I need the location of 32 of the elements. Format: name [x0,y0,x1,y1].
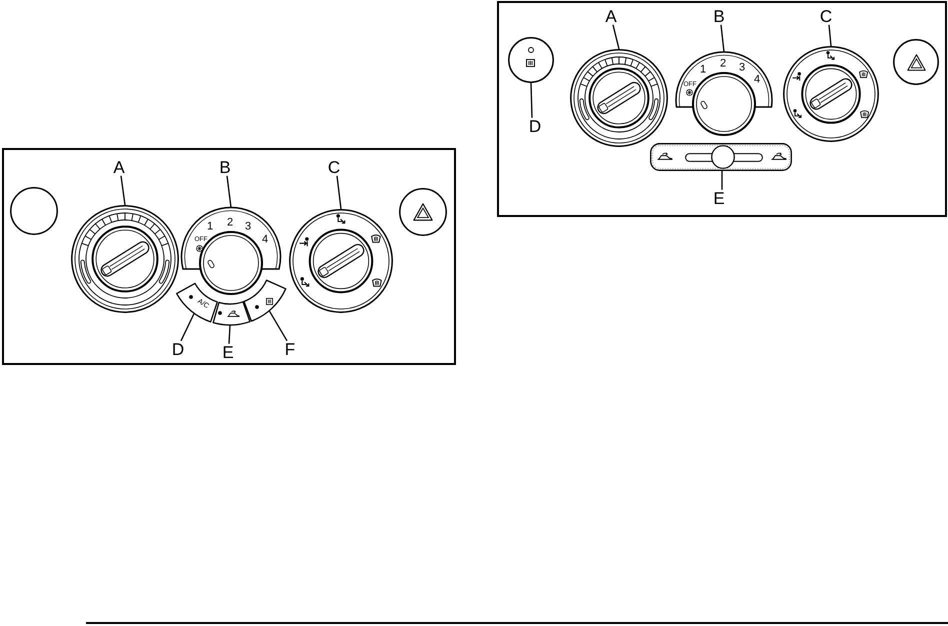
leader-line [228,324,231,344]
leader-line [336,176,342,210]
callout-letter: B [712,8,726,25]
callout-letter: E [221,344,235,361]
callout-letter: A [604,8,618,25]
leader-line [721,171,723,190]
speed-number: 1 [206,222,214,232]
speed-number: 2 [226,217,234,228]
speed-number: 2 [720,58,726,69]
speed-number: 3 [738,62,746,74]
leader-line [226,176,232,208]
leader-line [120,176,126,206]
leader-line [612,24,620,50]
leader-line [530,82,533,118]
callout-letter: F [283,340,297,358]
leader-line [720,24,725,52]
speed-number: 1 [700,64,706,76]
speed-number: 4 [754,74,760,86]
leader-line [180,313,195,342]
callout-letter: D [528,118,542,135]
callout-letter: C [819,8,833,25]
speed-number: 3 [244,222,252,232]
panel-frame [2,148,456,365]
callout-letter: C [327,158,341,176]
leader-line [268,310,288,342]
callout-letter: D [171,340,185,358]
speed-number: 4 [262,234,268,246]
panel-frame [497,1,947,217]
callout-letter: B [218,158,232,176]
leader-line [828,24,832,46]
callout-letter: E [712,190,726,207]
callout-letter: A [112,158,126,176]
